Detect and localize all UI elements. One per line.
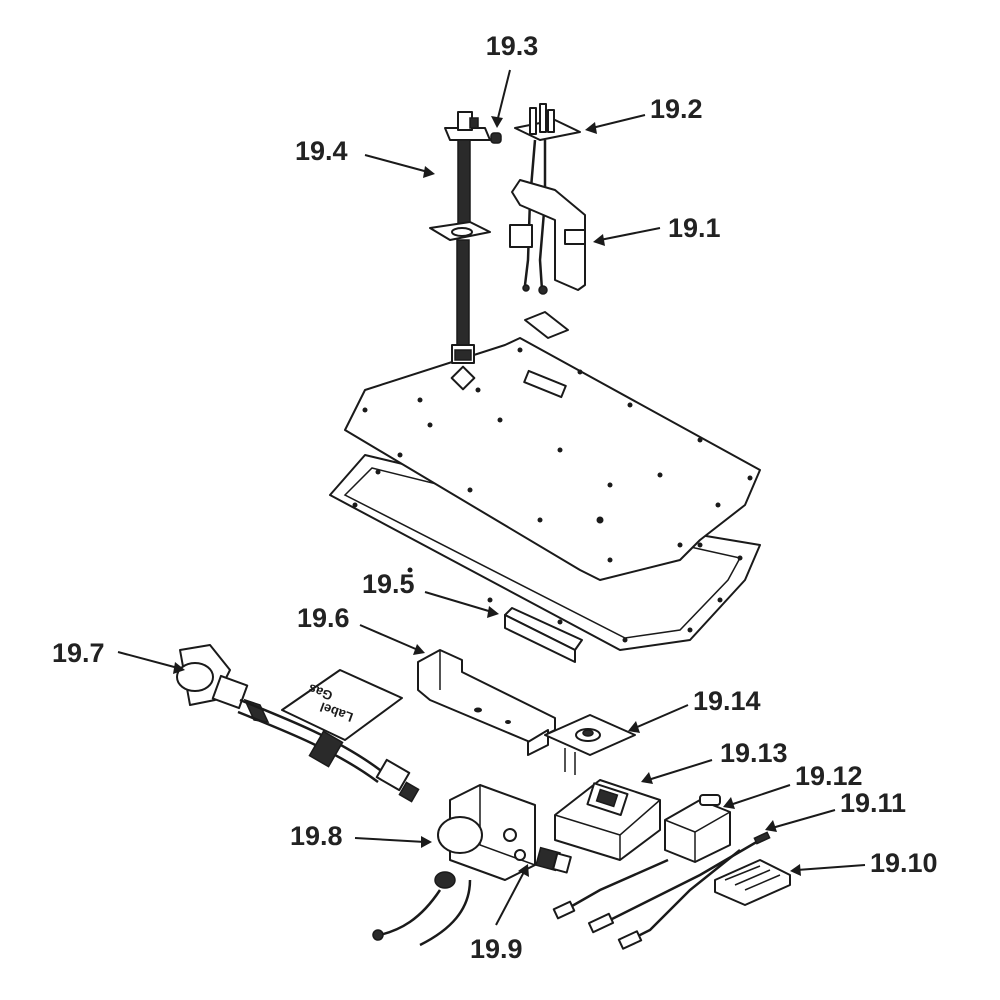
angle-strip-19-5 (504, 607, 583, 663)
callout-19-13: 19.13 (720, 738, 788, 768)
leader-lines (117, 69, 866, 926)
callout-19-11: 19.11 (840, 788, 906, 818)
callout-labels: 19.3 19.2 19.4 19.1 19.5 19.6 19.7 19.14… (52, 31, 938, 964)
bracket-19-1 (509, 179, 586, 291)
callout-19-2: 19.2 (650, 94, 703, 124)
callout-19-4: 19.4 (295, 136, 348, 166)
battery-box-19-12 (664, 794, 731, 863)
callout-19-8: 19.8 (290, 821, 343, 851)
callout-19-9: 19.9 (470, 934, 523, 964)
gas-riser-19-4 (429, 111, 491, 364)
switch-plate-19-14 (544, 714, 636, 775)
gas-label-card: Gas Label (281, 669, 403, 741)
pilot-assembly-19-2 (514, 103, 581, 295)
callout-19-10: 19.10 (870, 848, 938, 878)
control-module-19-13 (554, 779, 661, 861)
callout-19-3: 19.3 (486, 31, 539, 61)
supply-line-19-7 (176, 644, 420, 803)
callout-19-5: 19.5 (362, 569, 415, 599)
valve-bracket-19-6 (417, 649, 556, 756)
nut-19-3 (490, 132, 502, 144)
callout-19-7: 19.7 (52, 638, 105, 668)
battery-holder-19-10 (714, 859, 791, 906)
wire-harness-19-11 (552, 831, 771, 950)
clip-piece (524, 311, 569, 339)
callout-19-6: 19.6 (297, 603, 350, 633)
callout-19-1: 19.1 (668, 213, 721, 243)
fitting-19-9 (535, 846, 572, 874)
callout-19-12: 19.12 (795, 761, 863, 791)
gas-valve-19-8 (372, 784, 536, 947)
callout-19-14: 19.14 (693, 686, 761, 716)
burner-plate (344, 337, 761, 581)
